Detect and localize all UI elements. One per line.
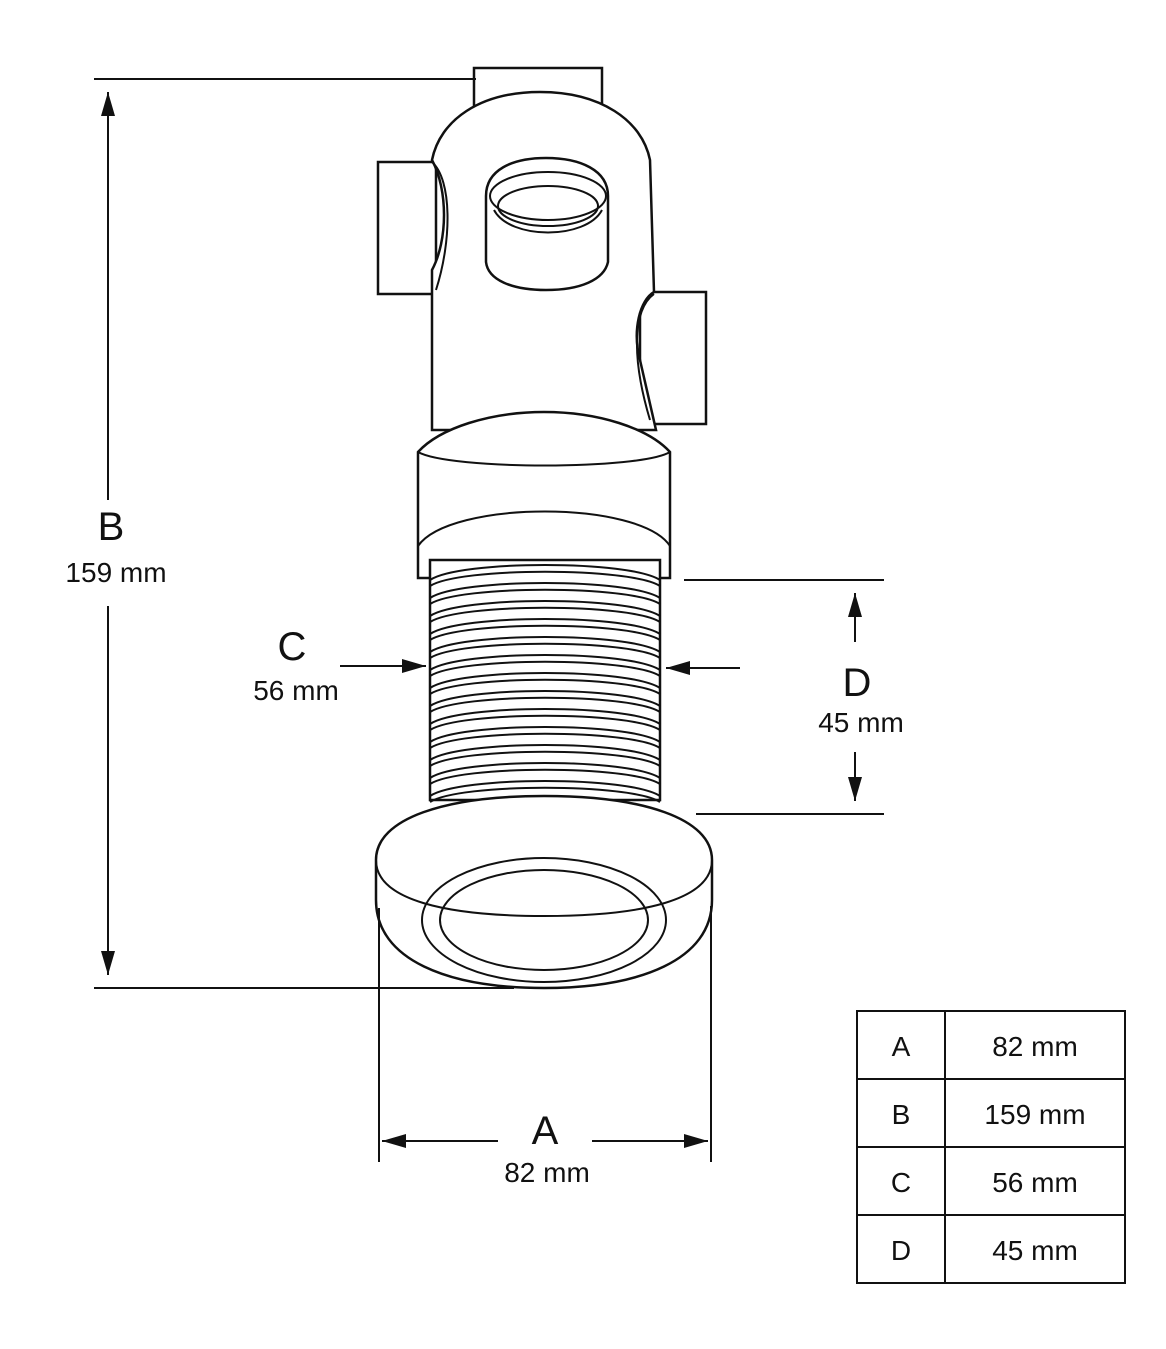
thread-ridge: [429, 768, 661, 785]
dimension-a: A 82 mm: [378, 906, 712, 1188]
thread-ridge: [429, 726, 661, 743]
table-row-label: A: [892, 1031, 911, 1062]
table-row-value: 82 mm: [992, 1031, 1078, 1062]
table-row-label: C: [891, 1167, 911, 1198]
dim-c-letter: C: [278, 625, 307, 669]
thread-ridge: [429, 588, 661, 605]
left-boss: [376, 160, 438, 296]
thread-ridge: [429, 636, 661, 653]
table-row-label: D: [891, 1235, 911, 1266]
thread-ridge: [429, 696, 661, 713]
dim-c-value: 56 mm: [253, 675, 339, 706]
table-row-label: B: [892, 1099, 911, 1130]
thread-ridge: [429, 642, 661, 659]
thread-ridge: [429, 780, 661, 797]
thread-ridge: [429, 606, 661, 623]
thread-ridge: [429, 690, 661, 707]
dim-b-letter: B: [98, 505, 125, 549]
dim-a-value: 82 mm: [504, 1157, 590, 1188]
flange: [374, 794, 714, 990]
thread-ridge: [429, 708, 661, 725]
thread-ridge: [429, 660, 661, 677]
dim-b-value: 159 mm: [65, 557, 166, 588]
thread-ridge: [429, 714, 661, 731]
thread-ridge: [429, 564, 661, 581]
table-row-value: 159 mm: [984, 1099, 1085, 1130]
port-opening: [484, 156, 610, 292]
dimension-table: A 82 mm B 159 mm C 56 mm D 45 mm: [856, 1010, 1126, 1284]
thread-ridge: [429, 624, 661, 641]
thread-ridge: [429, 678, 661, 695]
dimension-c: C 56 mm: [253, 625, 740, 706]
dim-d-value: 45 mm: [818, 707, 904, 738]
dimension-b: B 159 mm: [65, 78, 514, 989]
thread-ridge: [429, 786, 661, 803]
table-row-value: 56 mm: [992, 1167, 1078, 1198]
thread-ridge: [429, 600, 661, 617]
thread-ridge: [429, 672, 661, 689]
thread-ridge: [429, 570, 661, 587]
thread-ridge: [429, 762, 661, 779]
dim-a-letter: A: [532, 1109, 559, 1153]
table-row-value: 45 mm: [992, 1235, 1078, 1266]
thread-lines: [429, 564, 661, 803]
dimension-d: D 45 mm: [684, 579, 904, 815]
dim-d-letter: D: [843, 661, 872, 705]
fitting-part: [374, 66, 714, 990]
thread-ridge: [429, 744, 661, 761]
thread-ridge: [429, 654, 661, 671]
thread-ridge: [429, 732, 661, 749]
thread-ridge: [429, 582, 661, 599]
collar: [416, 410, 672, 580]
thread-ridge: [429, 750, 661, 767]
thread-ridge: [429, 618, 661, 635]
